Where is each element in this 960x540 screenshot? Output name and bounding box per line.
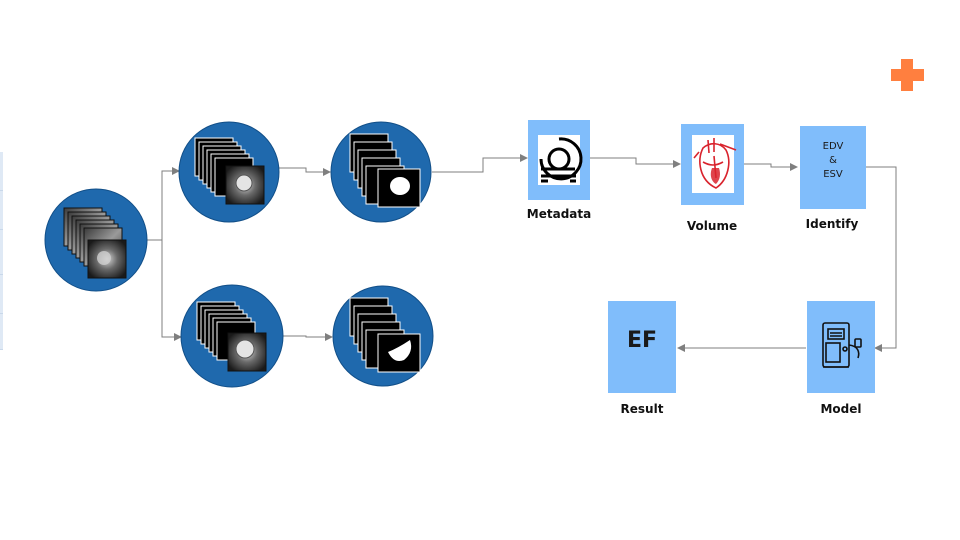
arrow-volume-to-identify xyxy=(744,163,798,171)
model-box xyxy=(807,301,875,393)
identify-line-amp: & xyxy=(829,155,837,166)
mask-stack-circle-bottom xyxy=(332,285,434,387)
connectors xyxy=(146,154,897,352)
plus-icon xyxy=(891,59,924,91)
identify-box-text: EDV & ESV xyxy=(800,140,866,182)
machine-icon xyxy=(822,322,862,368)
arrow-metadata-to-volume xyxy=(590,157,681,168)
identify-line-esv: ESV xyxy=(823,169,843,180)
step-label-identify: Identify xyxy=(805,217,859,231)
crop-stack-circle-top xyxy=(178,121,280,223)
left-strip-segment xyxy=(0,275,3,314)
result-box xyxy=(608,301,676,393)
mri-scanner-icon xyxy=(539,137,583,183)
arrow-input-to-top xyxy=(146,167,180,241)
result-box-text: EF xyxy=(626,328,658,353)
arrow-identify-to-model xyxy=(866,166,897,352)
left-strip-segment xyxy=(0,152,3,191)
arrow-bottom-to-mask xyxy=(282,333,333,341)
step-label-metadata: Metadata xyxy=(526,207,592,221)
left-strip-segment xyxy=(0,230,3,275)
step-label-result: Result xyxy=(620,402,664,416)
step-label-model: Model xyxy=(820,402,862,416)
mri-slice-stack xyxy=(63,207,127,279)
arrow-input-to-bottom xyxy=(146,239,182,341)
identify-line-edv: EDV xyxy=(822,141,844,152)
mask-stack-circle-top xyxy=(330,121,432,223)
left-strip-segment xyxy=(0,314,3,350)
input-mri-stack-circle xyxy=(44,188,148,292)
identify-box xyxy=(800,126,866,209)
heart-icon xyxy=(693,138,737,189)
step-label-volume: Volume xyxy=(686,219,738,233)
arrow-mask-to-metadata xyxy=(432,154,528,173)
crop-stack-circle-bottom xyxy=(180,284,284,388)
metadata-box xyxy=(528,120,590,200)
volume-box xyxy=(681,124,744,205)
left-strip-segment xyxy=(0,191,3,230)
arrow-top-to-mask xyxy=(278,167,331,176)
